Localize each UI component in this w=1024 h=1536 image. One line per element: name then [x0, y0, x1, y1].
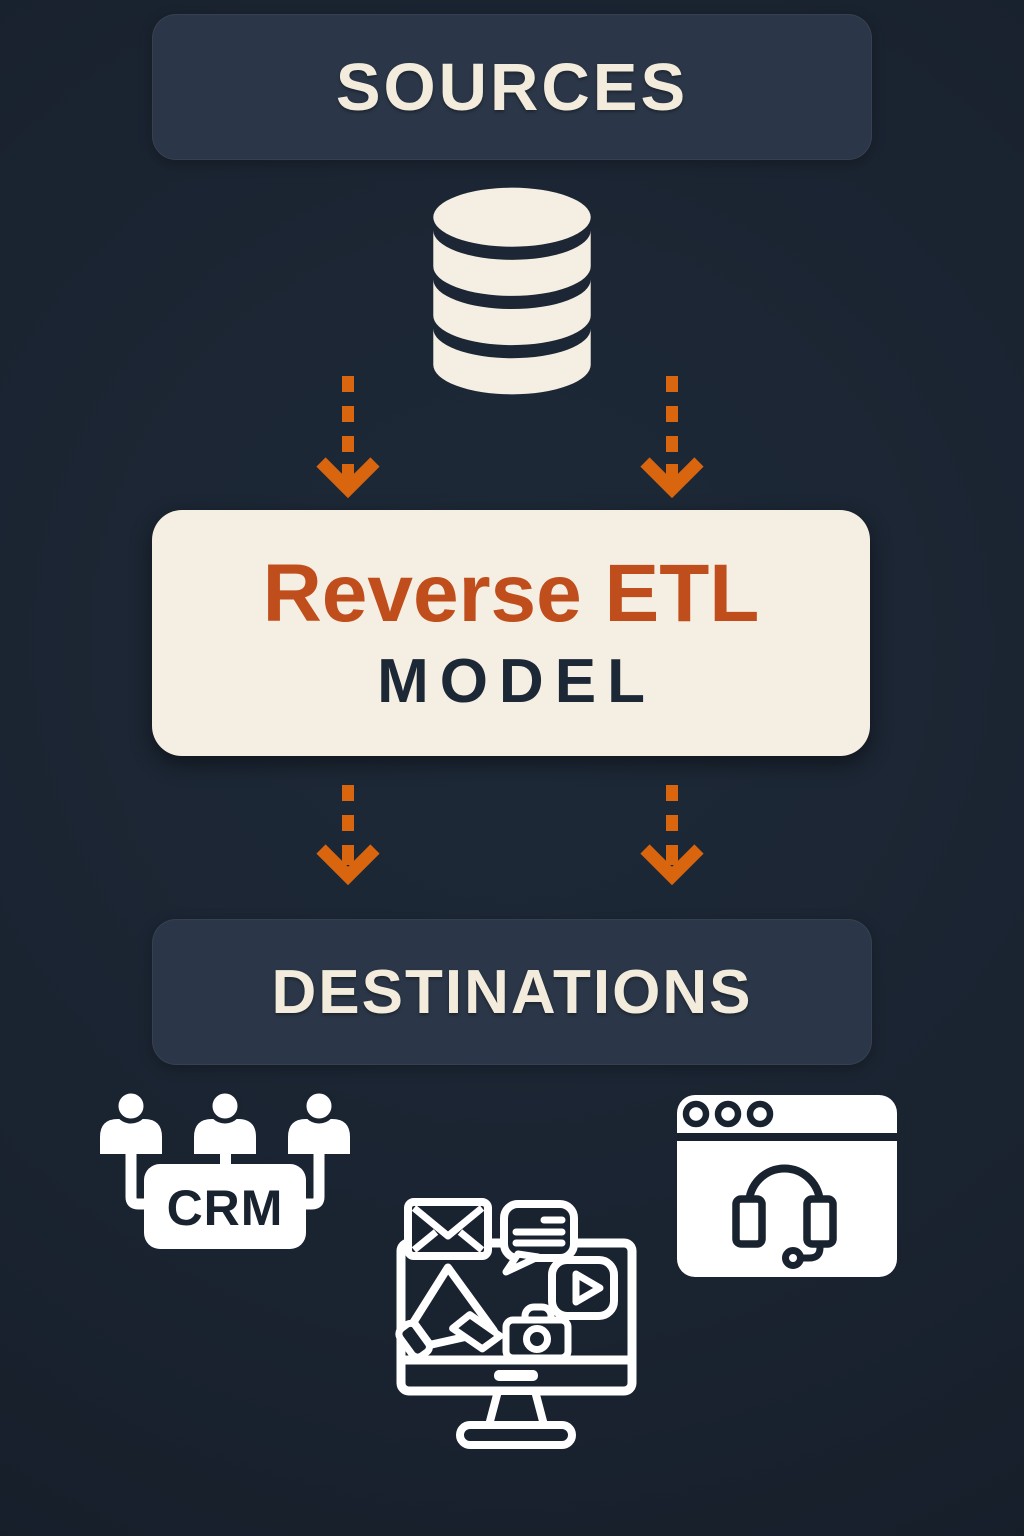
dashed-arrow-down-bottom-left-icon: [316, 785, 380, 885]
crm-users-icon: CRM: [100, 1091, 350, 1249]
destinations-panel: DESTINATIONS: [152, 919, 872, 1065]
dashed-arrow-down-top-left-icon: [316, 376, 380, 498]
model-title: Reverse ETL: [262, 548, 760, 639]
model-subtitle: MODEL: [377, 647, 656, 716]
destinations-title: DESTINATIONS: [271, 957, 753, 1027]
database-icon: [433, 187, 591, 395]
marketing-monitor-icon: [395, 1198, 637, 1449]
support-browser-headset-icon: [677, 1095, 897, 1277]
sources-panel: SOURCES: [152, 14, 872, 160]
dashed-arrow-down-top-right-icon: [640, 376, 704, 498]
crm-label: CRM: [167, 1180, 284, 1236]
dashed-arrow-down-bottom-right-icon: [640, 785, 704, 885]
sources-title: SOURCES: [335, 49, 689, 125]
model-card: Reverse ETL MODEL: [152, 510, 870, 756]
